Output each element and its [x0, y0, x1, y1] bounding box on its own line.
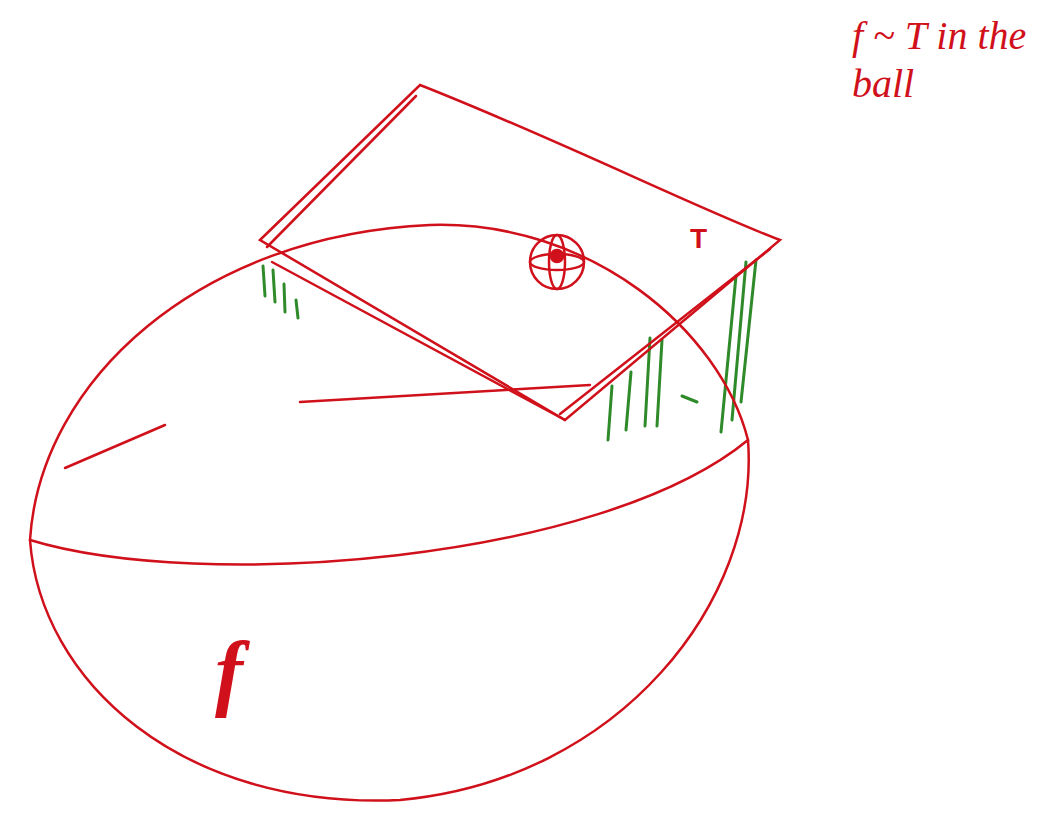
- outline-stroke: [267, 96, 416, 247]
- shape-label: T: [690, 225, 707, 253]
- outline-stroke: [30, 225, 749, 801]
- tangent-plane-shape: [250, 75, 790, 430]
- shape-label: f: [215, 630, 243, 714]
- outline-stroke: [300, 385, 590, 402]
- outline-stroke: [560, 249, 770, 414]
- ball-outline: f: [20, 215, 760, 810]
- outline-stroke: [260, 85, 780, 420]
- outline-stroke: [30, 440, 748, 564]
- note-text: f ~ T in the ball: [852, 12, 1052, 108]
- hatch-marks: [263, 260, 756, 440]
- outline-stroke: [272, 262, 565, 420]
- tangent-plane: T: [250, 75, 790, 430]
- outline-stroke: [65, 425, 165, 468]
- ball-outline-shape: [20, 215, 760, 810]
- small-sphere: [530, 235, 584, 289]
